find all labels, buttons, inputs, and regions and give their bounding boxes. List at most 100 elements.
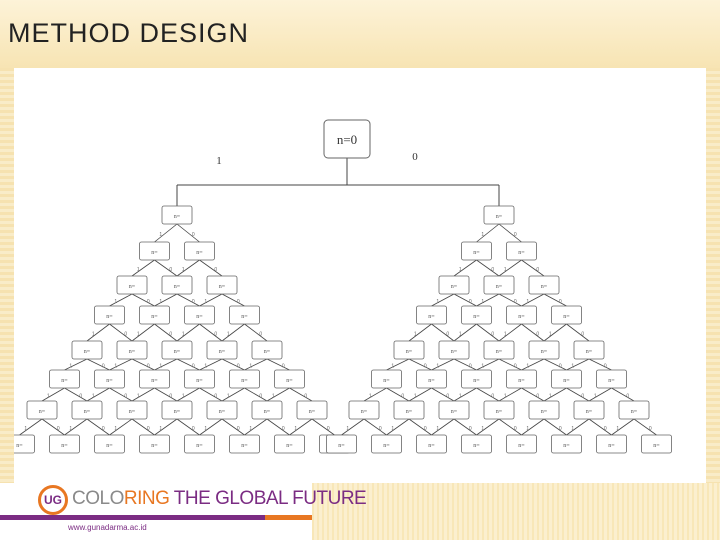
- tree-edge: [498, 387, 522, 402]
- edge-label-0: 0: [559, 364, 562, 370]
- tree-node-left: n=: [139, 369, 170, 389]
- tree-edge: [408, 358, 432, 371]
- slide-title: METHOD DESIGN: [8, 18, 250, 48]
- tree-node-box: [483, 275, 515, 295]
- tree-node-right: n=: [618, 400, 650, 420]
- tree-edge: [566, 358, 590, 371]
- edge-label-1: 1: [159, 299, 162, 305]
- edge-label-1: 1: [294, 426, 297, 432]
- tree-node-right: n=: [416, 434, 447, 454]
- tree-nodes: n= n= n= n= n= n= n= n= n= n= n= n= n= n= n= n= n= n= n= n=…: [14, 205, 672, 454]
- tree-edge: [588, 358, 612, 371]
- edge-label-0: 0: [192, 364, 195, 370]
- tree-node-right: n=: [438, 340, 470, 360]
- tree-node-right: n=: [348, 400, 380, 420]
- edge-label-1: 1: [182, 332, 185, 338]
- tree-edge: [543, 358, 567, 371]
- tree-node-right: n=: [393, 400, 425, 420]
- edge-label-0: 0: [514, 364, 517, 370]
- tree-edge: [543, 293, 567, 307]
- tree-node-label: n=: [174, 349, 181, 355]
- tree-node-left: n=: [139, 434, 170, 454]
- tree-edge: [431, 293, 455, 307]
- edge-label-0: 0: [147, 426, 150, 432]
- footer-orange-bar: [265, 515, 312, 520]
- tree-edge: [408, 418, 432, 436]
- edge-label-0: 0: [491, 267, 494, 273]
- tree-node-label: n=: [264, 349, 271, 355]
- tree-node-box: [296, 400, 328, 420]
- tree-node-box: [348, 400, 380, 420]
- tree-node-left: n=: [116, 400, 148, 420]
- tree-node-box: [206, 275, 238, 295]
- footer-decorative-band: [312, 483, 720, 540]
- tree-node-box: [393, 340, 425, 360]
- tree-edge: [266, 358, 290, 371]
- tree-node-label: n=: [16, 443, 23, 449]
- tree-node-label: n=: [563, 378, 570, 384]
- tree-node-label: n=: [428, 314, 435, 320]
- tree-node-label: n=: [174, 214, 181, 220]
- tagline-part-1: COLO: [72, 488, 124, 509]
- edge-label-0: 0: [626, 394, 629, 400]
- right-branch-label: 0: [412, 151, 418, 163]
- tree-node-box: [229, 305, 260, 325]
- edge-label-0: 0: [469, 364, 472, 370]
- tree-edge: [244, 387, 268, 402]
- tree-node-right: n=: [438, 400, 470, 420]
- tree-node-label: n=: [129, 284, 136, 290]
- tree-node-box: [618, 400, 650, 420]
- tree-edge: [341, 418, 365, 436]
- tree-edge: [521, 323, 545, 342]
- edge-label-0: 0: [259, 394, 262, 400]
- tree-edge: [566, 323, 590, 342]
- edge-label-1: 1: [526, 299, 529, 305]
- tree-node-label: n=: [129, 349, 136, 355]
- tree-edge: [109, 418, 133, 436]
- edge-label-0: 0: [237, 299, 240, 305]
- tree-node-box: [184, 369, 215, 389]
- tree-edge: [521, 358, 545, 371]
- tree-node-label: n=: [151, 378, 158, 384]
- tree-node-box: [483, 400, 515, 420]
- edge-label-0: 0: [192, 426, 195, 432]
- tree-node-label: n=: [219, 349, 226, 355]
- tree-node-box: [251, 340, 283, 360]
- edge-label-1: 1: [459, 394, 462, 400]
- tree-node-box: [206, 340, 238, 360]
- tree-node-box: [461, 241, 492, 261]
- tree-edge: [498, 358, 522, 371]
- edge-label-0: 0: [304, 394, 307, 400]
- footer-url: www.gunadarma.ac.id: [68, 523, 147, 532]
- tree-edge: [154, 358, 178, 371]
- tree-edge: [64, 387, 88, 402]
- edge-label-1: 1: [571, 364, 574, 370]
- tree-edge: [498, 223, 522, 243]
- edge-label-1: 1: [436, 299, 439, 305]
- tree-node-label: n=: [473, 443, 480, 449]
- edge-label-1: 1: [182, 394, 185, 400]
- tree-edge: [453, 387, 477, 402]
- tree-node-left: n=: [274, 369, 305, 389]
- tree-edge: [41, 387, 65, 402]
- tree-edge: [611, 418, 635, 436]
- tree-edge: [453, 293, 477, 307]
- tree-node-box: [161, 340, 193, 360]
- tree-node-box: [506, 241, 537, 261]
- tagline-part-2: RING: [123, 488, 170, 509]
- tree-node-right: n=: [573, 340, 605, 360]
- tree-edge: [109, 323, 133, 342]
- tree-edge: [453, 418, 477, 436]
- edge-label-1: 1: [481, 232, 484, 238]
- edge-label-1: 1: [391, 426, 394, 432]
- edge-label-0: 0: [559, 299, 562, 305]
- tree-node-left: n=: [184, 369, 215, 389]
- edge-label-1: 1: [504, 394, 507, 400]
- edge-label-0: 0: [102, 364, 105, 370]
- edge-label-1: 1: [594, 394, 597, 400]
- tree-node-box: [139, 241, 170, 261]
- edge-label-1: 1: [249, 426, 252, 432]
- tree-node-label: n=: [428, 443, 435, 449]
